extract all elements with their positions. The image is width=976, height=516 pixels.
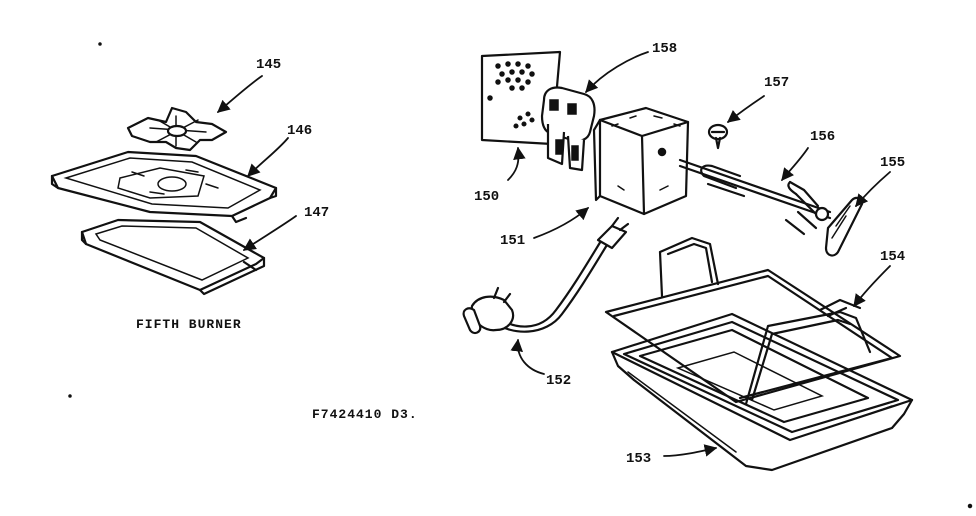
leader-152 [510, 338, 545, 375]
leader-147 [242, 215, 297, 251]
part-155-spit-handle [814, 196, 864, 257]
section-title: FIFTH BURNER [136, 317, 242, 332]
leader-158 [585, 51, 649, 93]
part-147-drip-tray [80, 218, 266, 296]
callout-147: 147 [304, 205, 329, 221]
callout-158: 158 [652, 41, 677, 57]
part-145-burner-grate [126, 106, 228, 152]
callout-154: 154 [880, 249, 905, 265]
speck [967, 503, 973, 509]
leader-157 [727, 95, 765, 123]
leader-146 [247, 137, 289, 177]
callout-152: 152 [546, 373, 571, 389]
leader-153 [663, 444, 718, 457]
callout-155: 155 [880, 155, 905, 171]
callout-153: 153 [626, 451, 651, 467]
part-154-wire-rack [604, 236, 902, 406]
speck [68, 394, 72, 398]
leader-156 [781, 147, 809, 181]
part-153-roasting-pan [610, 312, 914, 472]
part-158-switch [540, 86, 596, 172]
leader-155 [855, 171, 891, 207]
drawing-number: F7424410 D3. [312, 407, 418, 422]
speck [98, 42, 102, 46]
part-146-burner-pan [50, 150, 278, 224]
part-157-screw [707, 123, 729, 150]
part-151-rotisserie-motor [592, 106, 690, 216]
part-152-power-cord [462, 216, 630, 335]
callout-157: 157 [764, 75, 789, 91]
callout-150: 150 [474, 189, 499, 205]
callout-145: 145 [256, 57, 281, 73]
leader-151 [533, 207, 589, 239]
callout-146: 146 [287, 123, 312, 139]
leader-154 [853, 265, 891, 308]
part-156-spit-rod [678, 158, 832, 236]
leader-145 [217, 75, 263, 113]
callout-156: 156 [810, 129, 835, 145]
leader-150 [507, 146, 526, 181]
callout-151: 151 [500, 233, 525, 249]
